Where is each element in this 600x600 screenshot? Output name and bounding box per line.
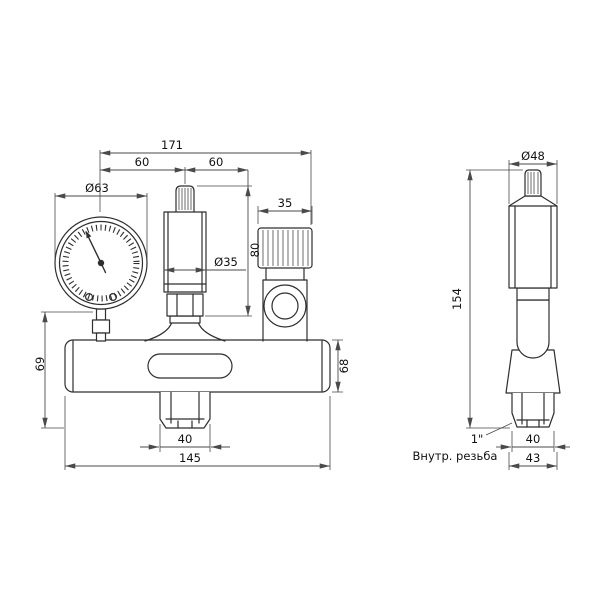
dim-side-base-width: 43 <box>526 451 541 465</box>
dim-outlet-width: 40 <box>178 432 193 446</box>
dim-gauge-diameter: Ø63 <box>85 181 109 195</box>
pressure-gauge <box>54 216 148 342</box>
thread-size-label: 1" <box>471 432 484 446</box>
side-view: Ø48 154 1" Внутр. резьба 40 43 <box>413 149 570 470</box>
dim-side-overall-height: 154 <box>450 288 464 310</box>
valve-outlet-port <box>263 284 307 328</box>
side-outlet-nut <box>511 392 555 428</box>
dim-valve-cap-width: 35 <box>278 196 293 210</box>
front-dimensions: 171 60 60 Ø63 35 80 Ø35 69 68 40 145 <box>33 138 351 470</box>
side-dimensions: Ø48 154 1" Внутр. резьба 40 43 <box>413 149 570 470</box>
dim-vent-height: 80 <box>248 243 262 258</box>
thread-note-label: Внутр. резьба <box>413 449 498 463</box>
air-vent-valve <box>163 185 207 317</box>
safety-valve <box>257 227 313 342</box>
outlet-nut <box>159 391 211 429</box>
dim-left-height: 69 <box>33 357 47 372</box>
front-view: 171 60 60 Ø63 35 80 Ø35 69 68 40 145 <box>33 138 351 470</box>
dim-overall-width: 171 <box>161 138 183 152</box>
dim-vent-diameter: Ø35 <box>214 255 238 269</box>
dim-side-outlet-width: 40 <box>526 432 541 446</box>
gauge-tick-scale <box>62 224 140 302</box>
side-vent-body <box>508 195 558 359</box>
side-vent-cap <box>524 169 542 197</box>
dim-side-top-diameter: Ø48 <box>521 149 545 163</box>
dim-span-left: 60 <box>135 155 150 169</box>
dim-span-right: 60 <box>209 155 224 169</box>
gauge-screw <box>84 293 93 302</box>
dim-right-height: 68 <box>337 359 351 374</box>
manifold-body <box>64 315 331 393</box>
dim-body-width: 145 <box>179 451 201 465</box>
gauge-screw <box>108 293 117 302</box>
thread-leader-line <box>485 422 513 436</box>
